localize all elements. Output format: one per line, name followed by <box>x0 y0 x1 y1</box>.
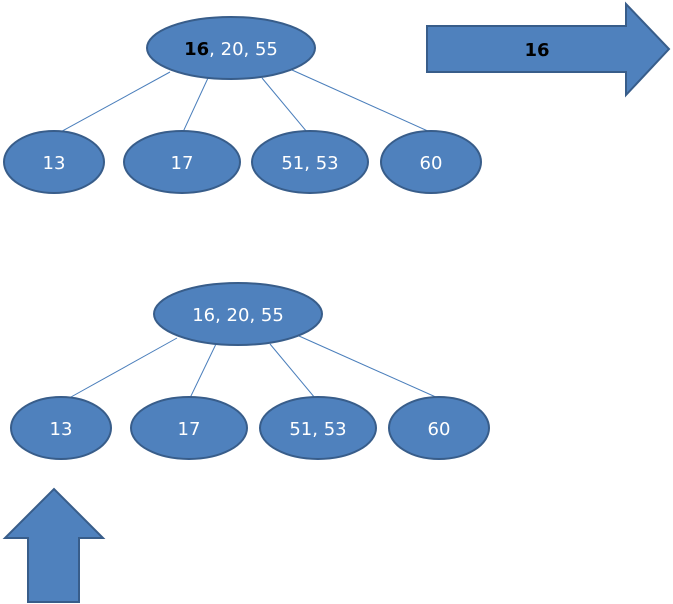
bottom-child-node: 51, 53 <box>259 396 377 460</box>
top-child-node: 51, 53 <box>251 130 369 194</box>
bottom-edge-17 <box>189 343 217 399</box>
bottom-edge-60 <box>298 335 439 399</box>
bottom-child-node: 17 <box>130 396 248 460</box>
top-root-node: 16, 20, 55 <box>146 16 316 80</box>
bottom-child-label: 60 <box>428 419 451 440</box>
bottom-child-node: 13 <box>10 396 112 460</box>
bottom-root-node: 16, 20, 55 <box>153 282 323 346</box>
top-tree: 16, 20, 55 13 17 51, 53 60 <box>3 16 482 194</box>
top-child-label: 51, 53 <box>281 153 338 174</box>
bottom-edge-13 <box>61 337 178 403</box>
up-arrow-shape <box>2 487 106 603</box>
top-edge-60 <box>291 69 431 133</box>
bottom-child-node: 60 <box>388 396 490 460</box>
top-child-label: 13 <box>43 153 66 174</box>
bottom-child-label: 13 <box>50 419 73 440</box>
top-child-node: 17 <box>123 130 241 194</box>
top-child-node: 13 <box>3 130 105 194</box>
right-arrow: 16 <box>426 1 671 98</box>
bottom-child-label: 17 <box>178 419 201 440</box>
bottom-root-label: 16, 20, 55 <box>192 305 284 326</box>
top-child-label: 60 <box>420 153 443 174</box>
bottom-edge-51-53 <box>269 343 316 399</box>
top-child-label: 17 <box>171 153 194 174</box>
up-arrow <box>2 487 106 603</box>
bottom-child-label: 51, 53 <box>289 419 346 440</box>
right-arrow-shape <box>426 1 671 98</box>
top-edge-13 <box>54 71 171 136</box>
top-edge-17 <box>182 77 209 133</box>
top-edge-51-53 <box>261 77 308 133</box>
top-root-highlight: 16 <box>184 39 209 60</box>
top-child-node: 60 <box>380 130 482 194</box>
top-root-rest: , 20, 55 <box>209 39 278 60</box>
bottom-tree: 16, 20, 55 13 17 51, 53 60 <box>10 282 490 460</box>
top-root-label: 16, 20, 55 <box>184 39 278 60</box>
right-arrow-label: 16 <box>524 40 549 61</box>
